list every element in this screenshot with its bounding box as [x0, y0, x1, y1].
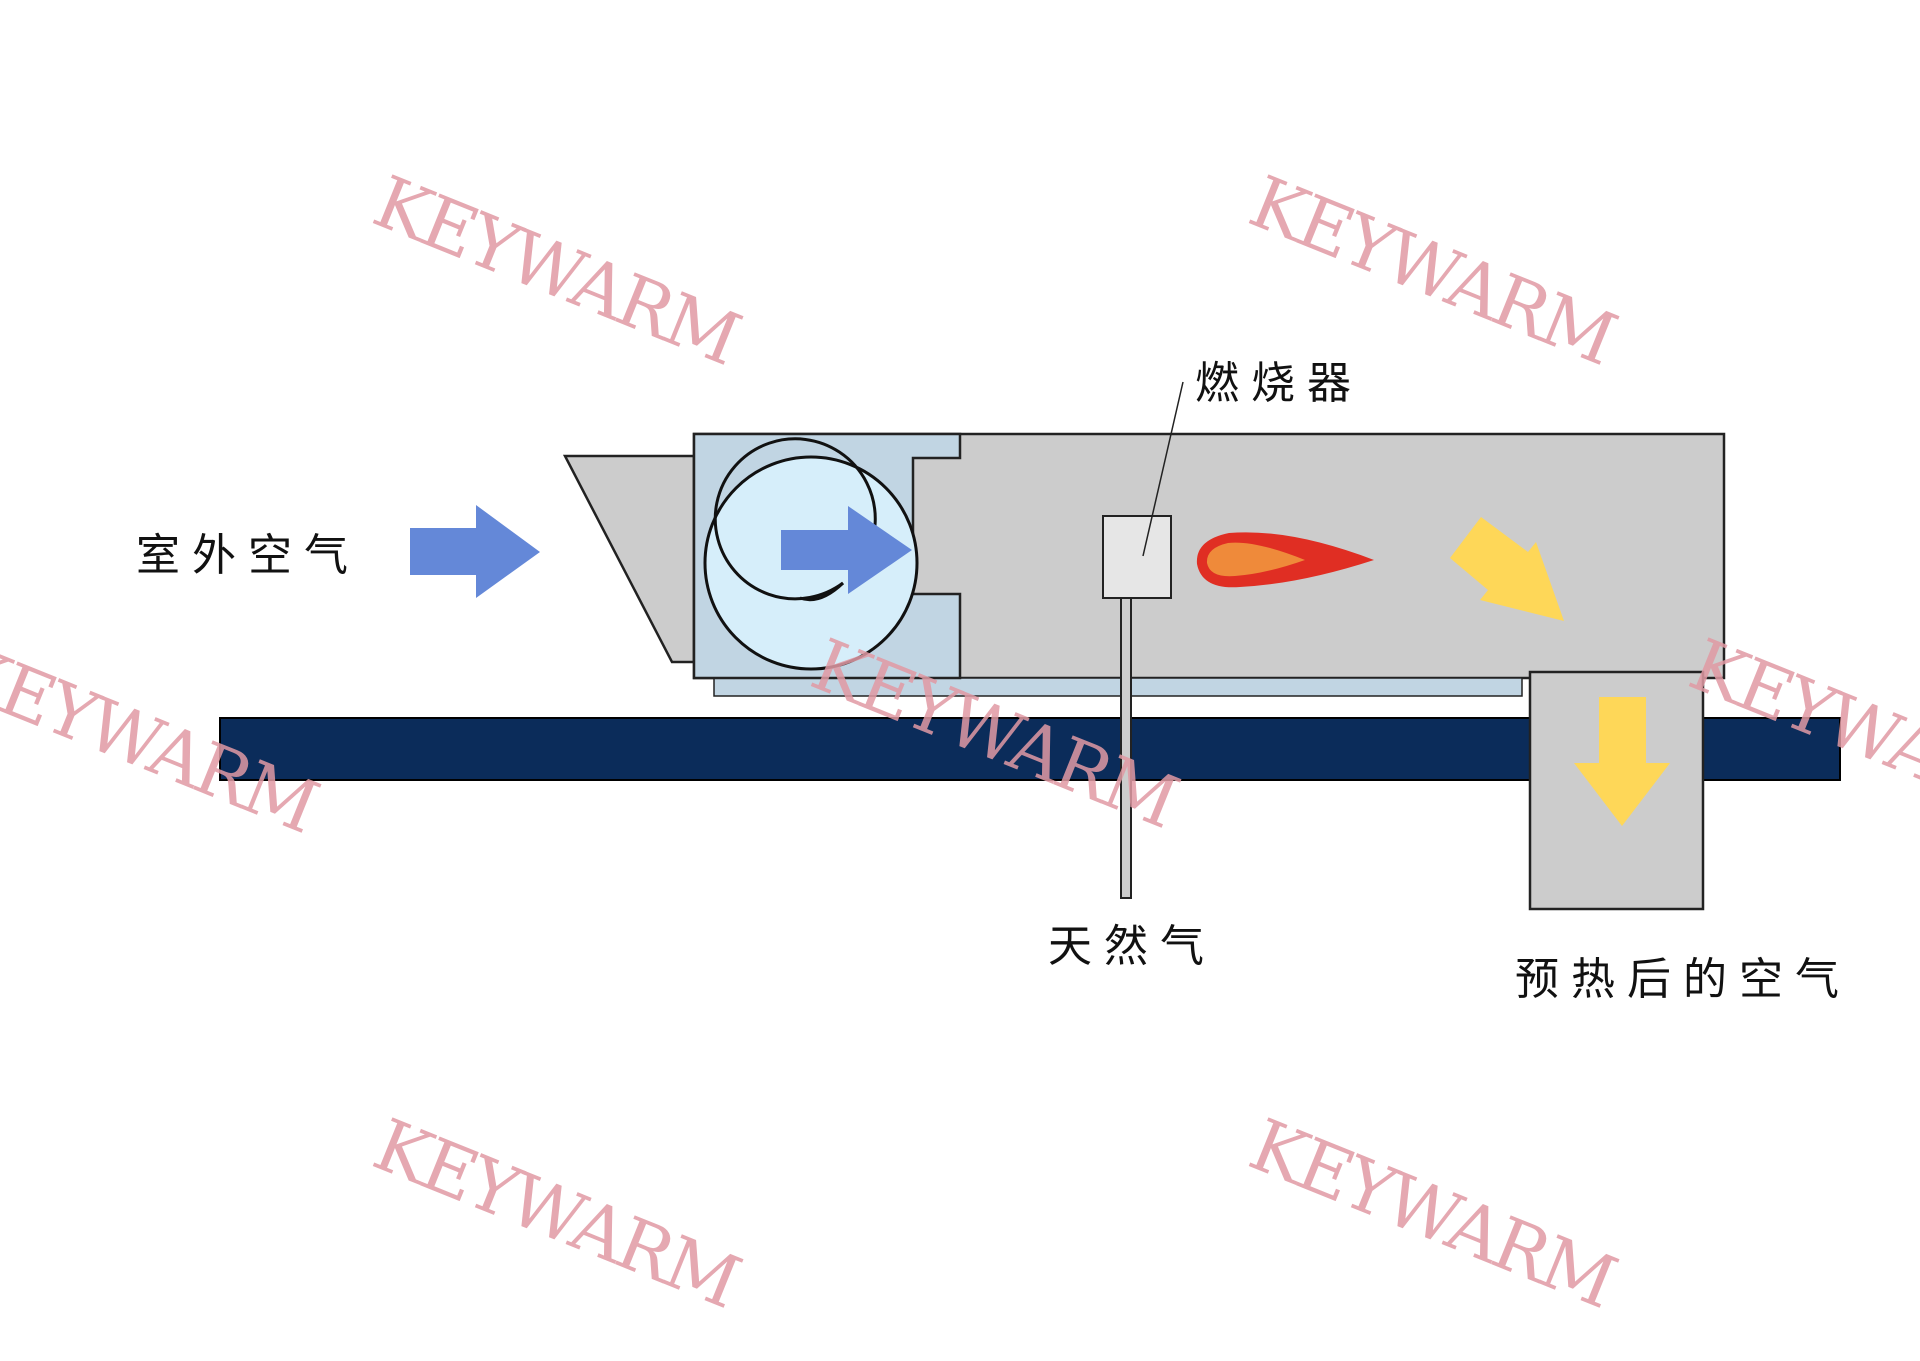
burner-label: 燃烧器	[1195, 358, 1363, 409]
burner-leader-line	[1142, 381, 1184, 557]
base-plate	[713, 677, 1523, 697]
heat-diagonal-arrow	[1450, 517, 1564, 621]
fan-rotor-tail	[799, 581, 845, 602]
outdoor-air-label: 室外空气	[136, 530, 360, 581]
natural-gas-label: 天然气	[1048, 921, 1216, 972]
gas-pipe	[1120, 597, 1132, 899]
flame-inner	[1206, 542, 1305, 577]
intake-hood	[562, 454, 696, 664]
heat-down-arrow	[1574, 697, 1670, 826]
preheated-air-label: 预热后的空气	[1515, 954, 1851, 1005]
fan-airflow-arrow	[781, 506, 912, 594]
burner-box	[1102, 515, 1172, 599]
outdoor-air-arrow	[410, 505, 540, 598]
fan-rotor	[713, 437, 877, 601]
